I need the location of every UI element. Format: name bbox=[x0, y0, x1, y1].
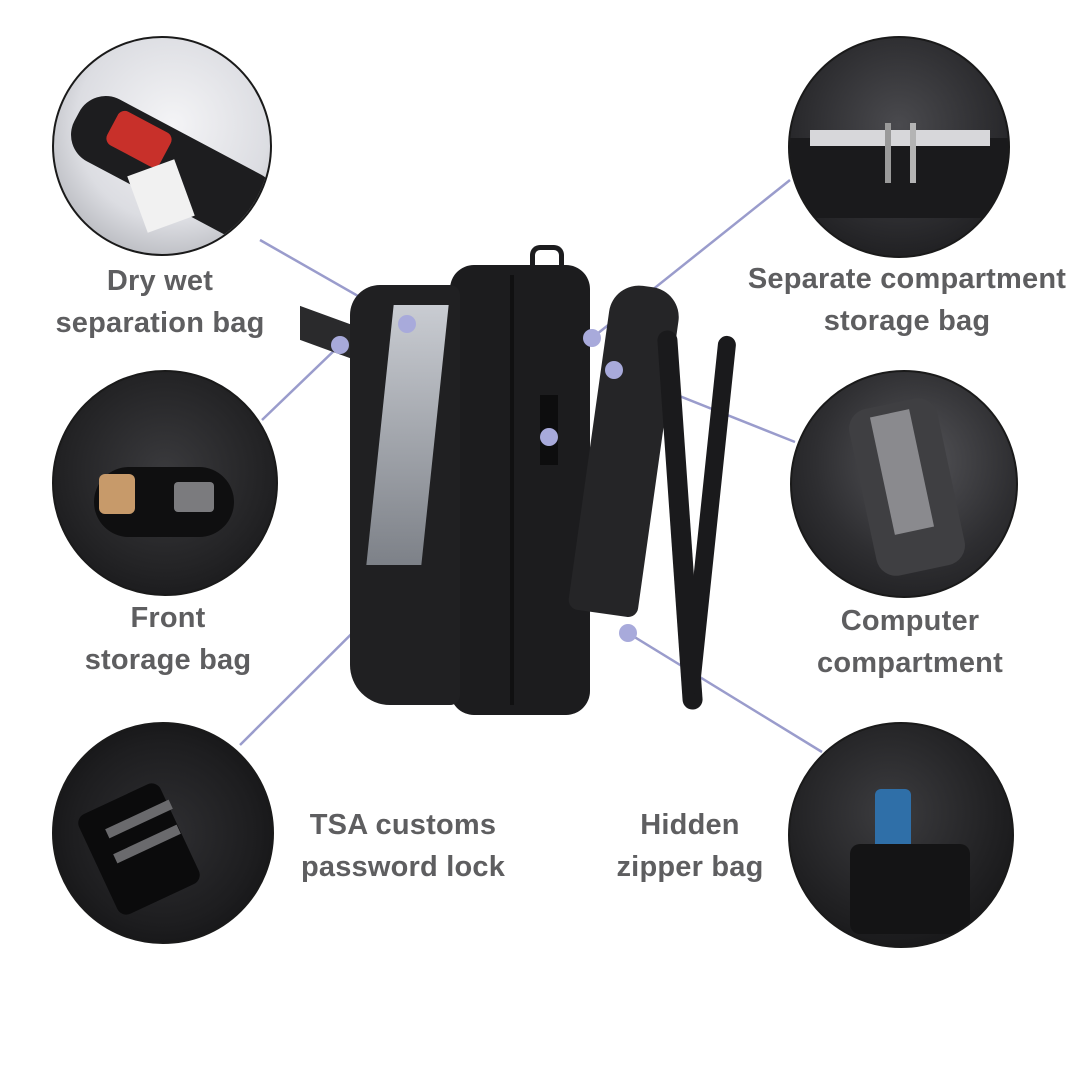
label-separate-compartment-storage-bag: Separate compartment storage bag bbox=[747, 263, 1067, 337]
label-front-storage-bag: Front storage bag bbox=[84, 602, 252, 676]
label-hidden-zipper-bag: Hidden zipper bag bbox=[616, 809, 764, 883]
detail-circle-front-storage bbox=[52, 370, 278, 596]
backpack-image bbox=[300, 245, 760, 725]
detail-circle-dry-wet-bag bbox=[52, 36, 272, 256]
label-dry-wet-separation-bag: Dry wet separation bag bbox=[55, 265, 265, 339]
detail-circle-hidden-zipper bbox=[788, 722, 1014, 948]
detail-circle-separate-compartment bbox=[788, 36, 1010, 258]
label-tsa-customs-password-lock: TSA customs password lock bbox=[300, 809, 506, 883]
detail-circle-tsa-lock bbox=[52, 722, 274, 944]
detail-circle-computer-compartment bbox=[790, 370, 1018, 598]
label-computer-compartment: Computer compartment bbox=[817, 605, 1003, 679]
